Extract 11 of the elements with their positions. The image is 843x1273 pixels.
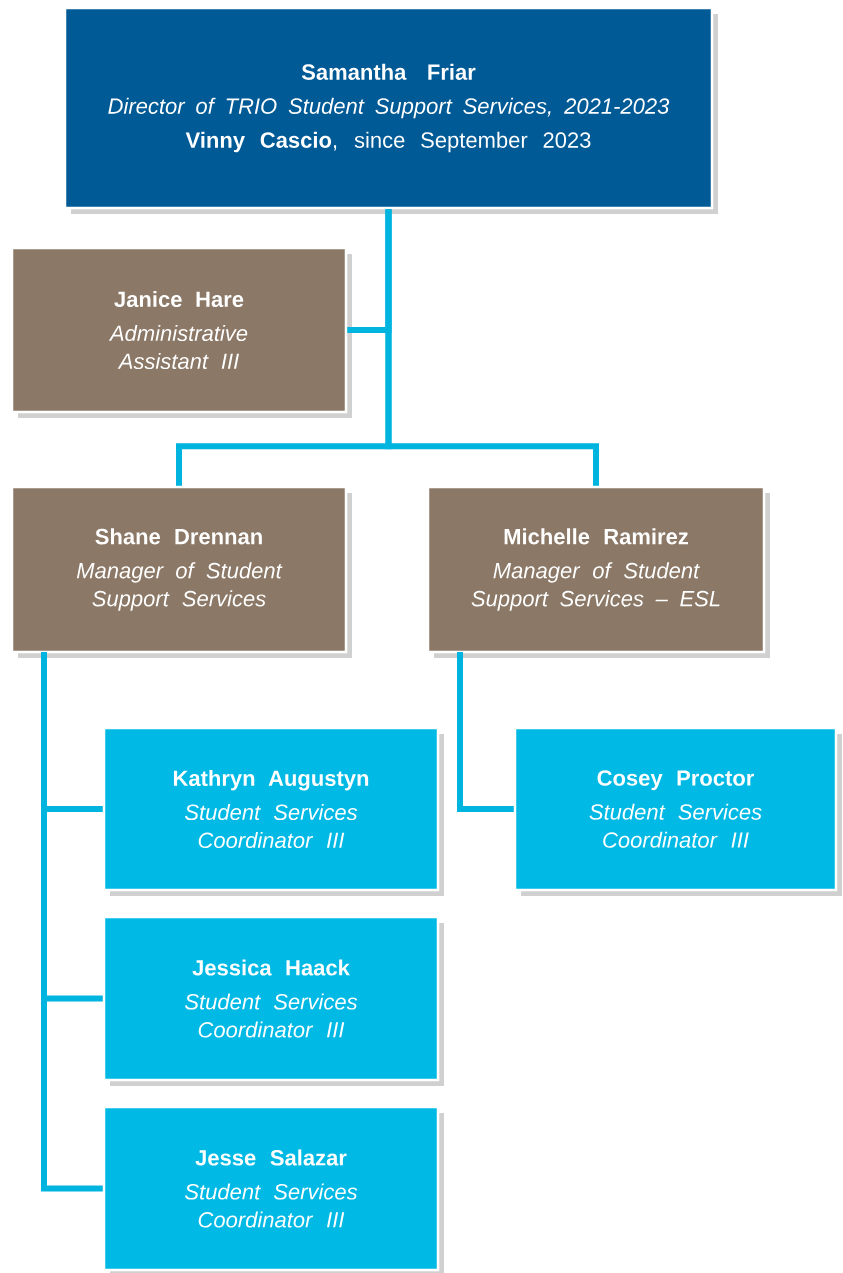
connector-line: [385, 209, 599, 486]
connector-line: [41, 652, 103, 1192]
manager-box: Michelle Ramirez Manager of Student Support Services – ESL: [426, 485, 770, 658]
staff-box: Janice Hare Administrative Assistant III: [10, 246, 352, 418]
coordinator-box: Jessica Haack Student Services Coordinator III: [102, 915, 444, 1086]
coordinator-box: Kathryn Augustyn Student Services Coordinator III: [102, 726, 444, 896]
coordinator-box: Cosey Proctor Student Services Coordinator III: [513, 726, 842, 896]
director-box: Samantha Friar Director of TRIO Student Support Services, 2021-2023 Vinny Cascio, since September 2023: [63, 6, 718, 214]
connector-line: [457, 652, 514, 812]
coordinator-box: Jesse Salazar Student Services Coordinator III: [102, 1105, 444, 1273]
manager-box: Shane Drennan Manager of Student Support Services: [10, 485, 352, 658]
